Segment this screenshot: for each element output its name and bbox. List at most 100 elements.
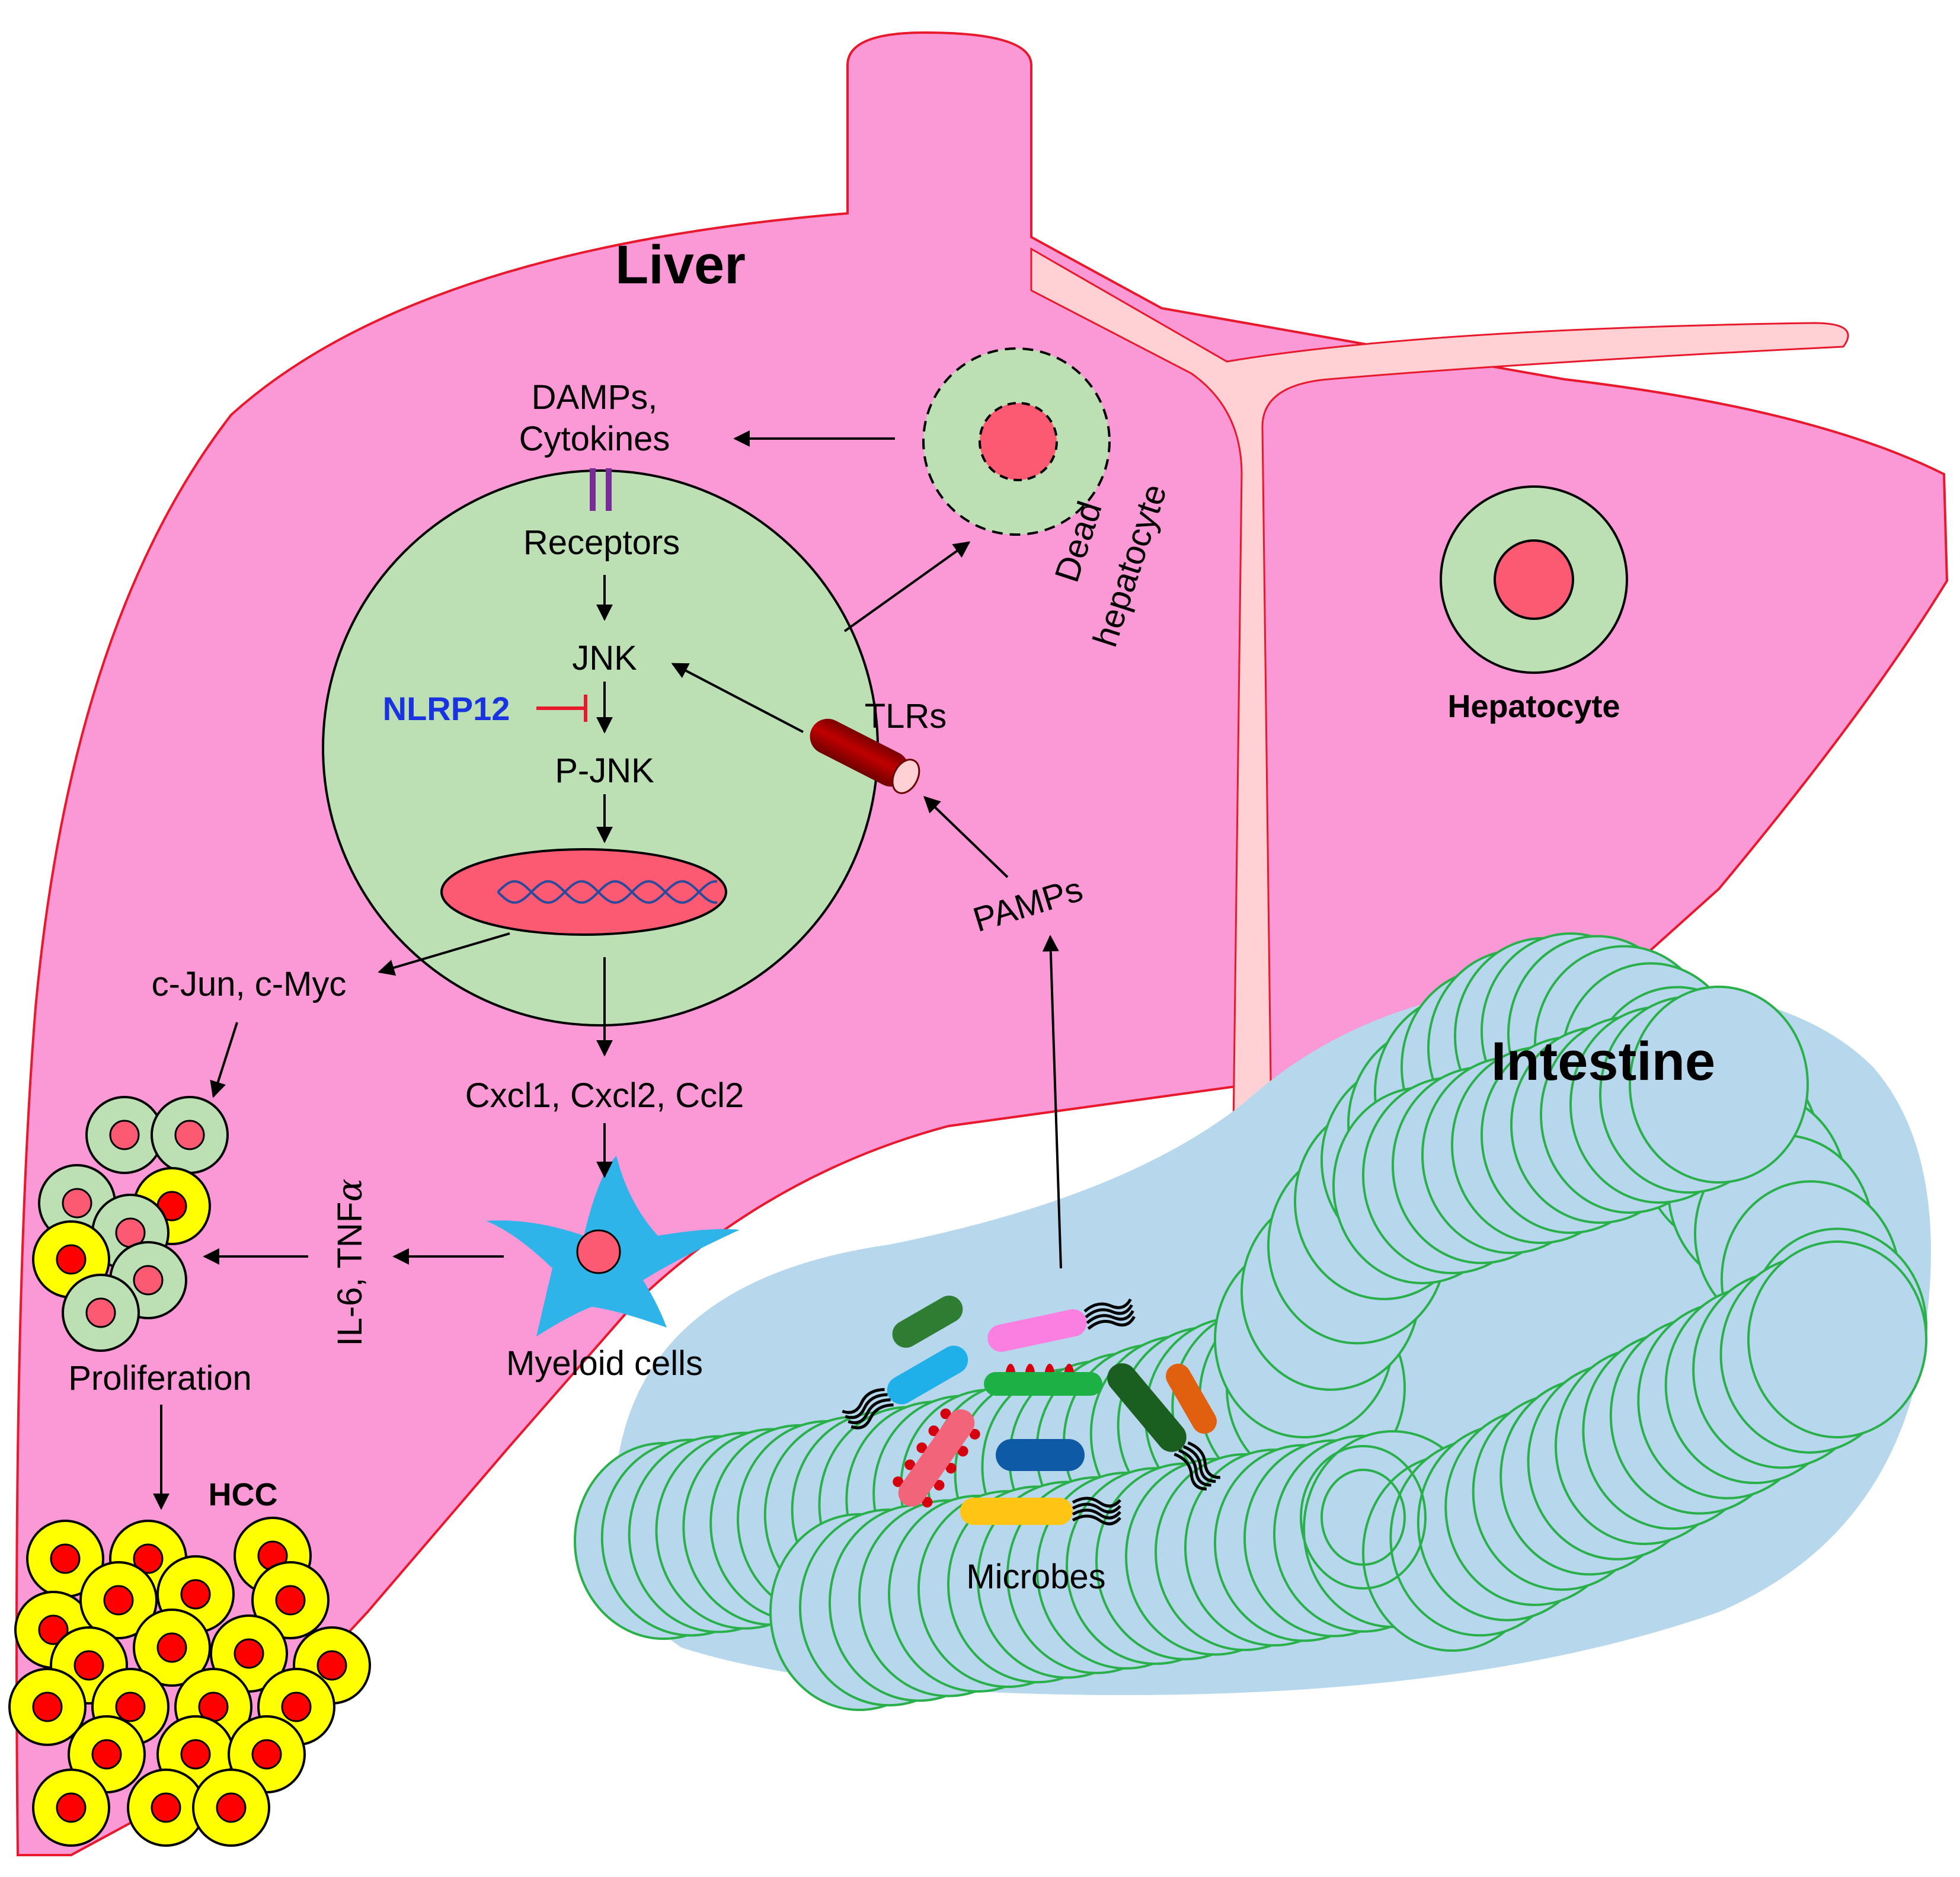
hcc-cell-nucleus [234,1638,264,1669]
microbe [842,1345,968,1430]
microbe-spot [933,1479,945,1491]
myeloid-cell [486,1156,740,1336]
il6-tnf-label-group: IL-6, TNFα [330,1178,370,1346]
cell-nucleus [440,848,727,936]
microbe-body [898,1409,975,1507]
microbe-flagellum [1085,1304,1133,1319]
microbe-body [892,1296,963,1348]
intestine-loop [1747,1240,1927,1438]
microbe [1166,1363,1217,1434]
dna-strand [497,880,717,904]
microbe-flagellum [850,1403,894,1430]
hcc-cell-nucleus [275,1585,306,1616]
hcc-cell-nucleus [50,1543,81,1574]
microbe-flagellum [1072,1514,1121,1526]
hcc-cell-nucleus [38,1614,69,1645]
microbe [984,1364,1102,1396]
microbe-flagellum [842,1388,885,1414]
proliferating-cell-nucleus [62,1188,92,1219]
hcc-cell-nucleus [281,1691,312,1722]
hepatocyte-label: Hepatocyte [1447,689,1620,724]
dead-hepatocyte [922,347,1111,536]
intestine-loop [1629,986,1809,1184]
microbe-spot [922,1497,933,1508]
microbe-flagellum [1187,1441,1220,1479]
microbe-spot [916,1442,928,1453]
microbe-body [1166,1363,1217,1434]
microbe-spot [945,1463,957,1474]
microbe-flagellum [1072,1497,1121,1508]
hcc-cell-nucleus [156,1632,187,1663]
microbe-spot [940,1408,951,1419]
microbe-spot [893,1476,904,1488]
hcc-cell-nucleus [151,1792,181,1823]
microbe-body [1107,1363,1187,1452]
intestine-title: Intestine [1491,1031,1715,1092]
hcc-cell-nucleus [216,1792,247,1823]
hcc-cell-nucleus [180,1739,211,1770]
dna-helix [497,880,717,904]
microbe [1107,1363,1220,1491]
hcc-tumor-cells [8,1517,371,1847]
microbe-flagellum [1182,1445,1216,1483]
arrow-pamps-to-tlr [923,796,1009,878]
microbe-spot [904,1459,916,1470]
liver-shape [15,31,1949,1856]
receptor-bar-icon [590,468,612,511]
microbe-flagellum [845,1393,888,1419]
myeloid-cells-label: Myeloid cells [506,1344,703,1383]
microbe-flagellum [1083,1298,1132,1313]
microbe [893,1408,980,1508]
microbe-flagellum [1072,1508,1121,1520]
hcc-cell-nucleus [56,1792,87,1823]
microbe [960,1497,1121,1526]
microbe-flagellum [1087,1316,1136,1330]
jnk-label: JNK [572,639,637,677]
microbe [996,1439,1085,1471]
arrow-cjun-to-proliferation [210,1022,238,1098]
microbe-body [996,1439,1085,1471]
healthy-hepatocyte [1440,485,1628,674]
arrow-cell-to-dead [843,541,971,632]
hcc-label: HCC [209,1477,278,1513]
il6-tnf-label: IL-6, TNFα [330,1178,370,1346]
microbe-flagellum [1072,1502,1121,1514]
hcc-cell-nucleus [32,1691,63,1722]
nlrp12-label: NLRP12 [383,690,510,727]
microbe-flagellum [1174,1453,1207,1491]
microbe-flagellum [1178,1448,1211,1487]
hcc-cell-nucleus [115,1691,146,1722]
microbe-flagellum [1086,1310,1134,1325]
microbes-label: Microbes [966,1558,1105,1596]
hcc-cell-nucleus [91,1739,122,1770]
tlrs-label: TLRs [865,697,947,736]
proliferating-cells [32,1096,229,1352]
hcc-cell-nucleus [316,1650,347,1681]
proliferating-cell-nucleus [133,1265,164,1296]
microbe-flagellum [848,1398,891,1425]
microbe-body [984,1372,1102,1396]
dna-strand [497,880,717,904]
microbe-spot [928,1425,939,1437]
hcc-cell-nucleus [73,1650,104,1681]
pathway-arrows [153,430,1062,1510]
cjun-cmyc-label: c-Jun, c-Myc [152,965,347,1003]
microbe [987,1298,1136,1352]
microbe-body [987,1309,1087,1352]
intestine [574,932,1931,1711]
tlr-receptor-icon [810,718,920,794]
arrow-nucleus-to-cjun [378,932,510,976]
proliferating-cell-nucleus [85,1297,116,1328]
microbe-spot [969,1428,980,1440]
damps-label-1: DAMPs, [532,378,658,417]
microbe [892,1296,963,1348]
microbes [842,1296,1220,1526]
proliferation-label: Proliferation [68,1359,251,1398]
intestine-lumen [1300,1445,1427,1590]
p-jnk-label: P-JNK [555,752,654,790]
proliferating-cell-nucleus [56,1244,87,1275]
liver-title: Liver [615,235,746,295]
microbe-body [960,1498,1073,1525]
microbe-spot [957,1446,968,1457]
hcc-cell-nucleus [133,1543,164,1574]
